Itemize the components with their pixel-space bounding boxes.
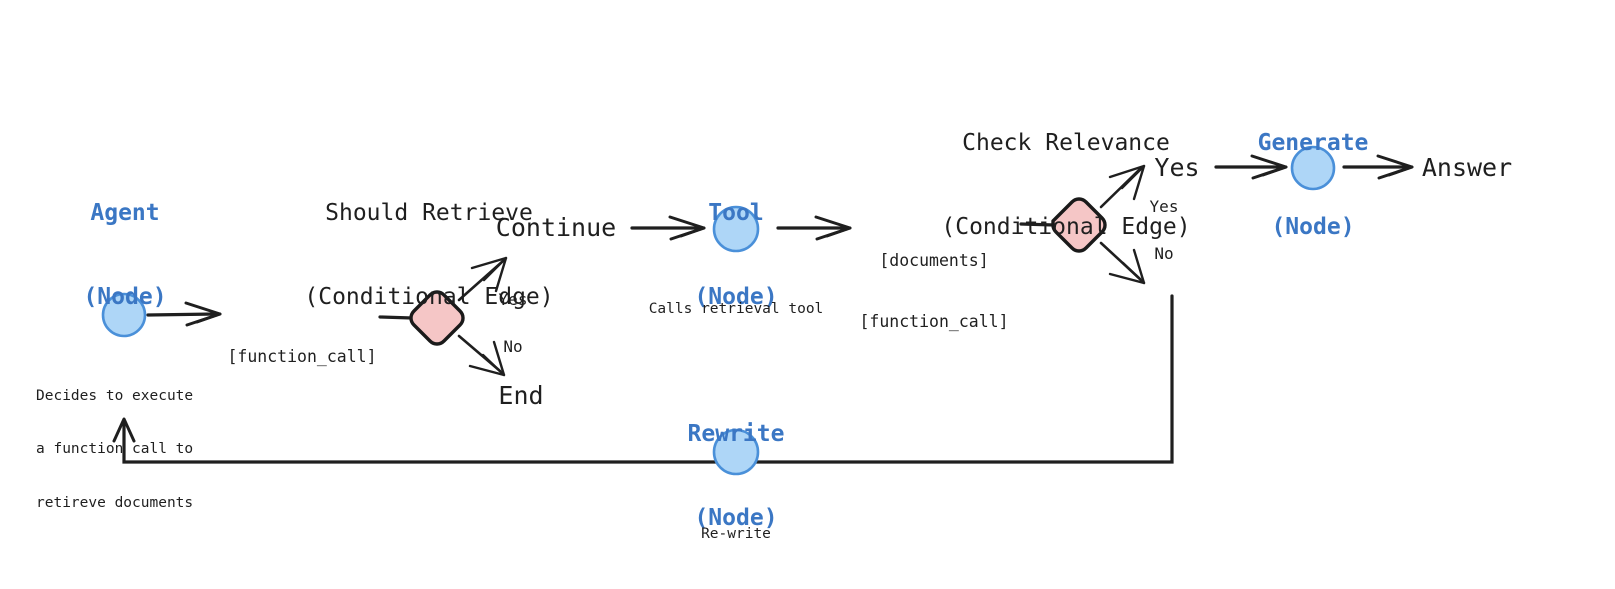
edge-should-retrieve-yes <box>457 256 508 302</box>
edge-rewrite-feedback-loop <box>112 294 1174 464</box>
token-function-call-line1: [function_call] <box>227 347 377 367</box>
label-answer: Answer <box>1421 153 1513 182</box>
caption-agent-line1: Decides to execute <box>36 388 194 405</box>
label-continue: Continue <box>495 213 617 242</box>
label-yes-destination: Yes <box>1154 153 1200 182</box>
edge-label-yes-right: Yes <box>1149 197 1179 216</box>
heading-rewrite-line2: (Node) <box>694 505 778 532</box>
edge-documents-to-diamond-right <box>1019 222 1056 227</box>
edge-token-to-diamond-left <box>378 315 414 320</box>
caption-agent-line2: a function call to <box>36 441 194 458</box>
edge-check-relevance-yes <box>1099 164 1146 209</box>
edge-label-no-left: No <box>503 337 523 356</box>
heading-check-relevance-line1: Check Relevance <box>962 130 1170 157</box>
token-documents: [documents] [function_call] <box>859 211 1008 372</box>
heading-agent-line1: Agent <box>90 200 160 227</box>
rewrite-node <box>712 428 760 476</box>
edge-yes-to-generate <box>1214 154 1288 180</box>
heading-should-retrieve-line2: (Conditional Edge) <box>304 284 554 311</box>
heading-tool: Tool (Node) <box>694 143 777 367</box>
edge-continue-to-tool <box>630 215 706 241</box>
heading-check-relevance-line2: (Conditional Edge) <box>941 214 1191 241</box>
tool-node <box>712 205 760 253</box>
heading-agent-line2: (Node) <box>83 284 167 311</box>
heading-tool-line1: Tool <box>708 200 764 227</box>
should-retrieve-diamond <box>409 290 465 346</box>
generate-node <box>1290 145 1336 191</box>
heading-check-relevance: Check Relevance (Conditional Edge) <box>941 73 1190 297</box>
heading-should-retrieve: Should Retrieve (Conditional Edge) <box>304 143 553 367</box>
edge-tool-to-documents <box>776 215 852 241</box>
caption-rewrite-line1: Re-write <box>701 526 771 543</box>
agent-node <box>101 292 147 338</box>
edge-should-retrieve-no <box>457 334 506 377</box>
heading-rewrite: Rewrite (Node) <box>688 364 785 588</box>
label-end: End <box>498 381 544 410</box>
caption-tool: Calls retrieval tool <box>649 266 824 354</box>
heading-generate: Generate (Node) <box>1258 73 1369 297</box>
heading-generate-line1: Generate <box>1257 130 1369 157</box>
heading-rewrite-line1: Rewrite <box>687 421 785 448</box>
token-documents-line2: [function_call] <box>859 311 1009 331</box>
heading-agent: Agent (Node) <box>83 143 166 367</box>
token-documents-line1: [documents] <box>879 251 989 271</box>
edge-check-relevance-no <box>1099 241 1146 285</box>
heading-generate-line2: (Node) <box>1271 214 1355 241</box>
check-relevance-diamond <box>1051 197 1107 253</box>
caption-agent-line3: retireve documents <box>36 494 194 511</box>
heading-tool-line2: (Node) <box>694 284 778 311</box>
heading-should-retrieve-line1: Should Retrieve <box>325 200 533 227</box>
edge-label-no-right: No <box>1154 244 1174 263</box>
caption-agent: Decides to execute a function call to re… <box>36 353 193 548</box>
caption-rewrite: Re-write <box>701 491 771 579</box>
caption-tool-line1: Calls retrieval tool <box>648 301 824 318</box>
edge-label-yes-left: Yes <box>498 290 528 309</box>
edge-agent-to-should-retrieve <box>146 301 222 327</box>
token-function-call: [function_call] <box>227 307 376 408</box>
edge-generate-to-answer <box>1342 154 1414 180</box>
